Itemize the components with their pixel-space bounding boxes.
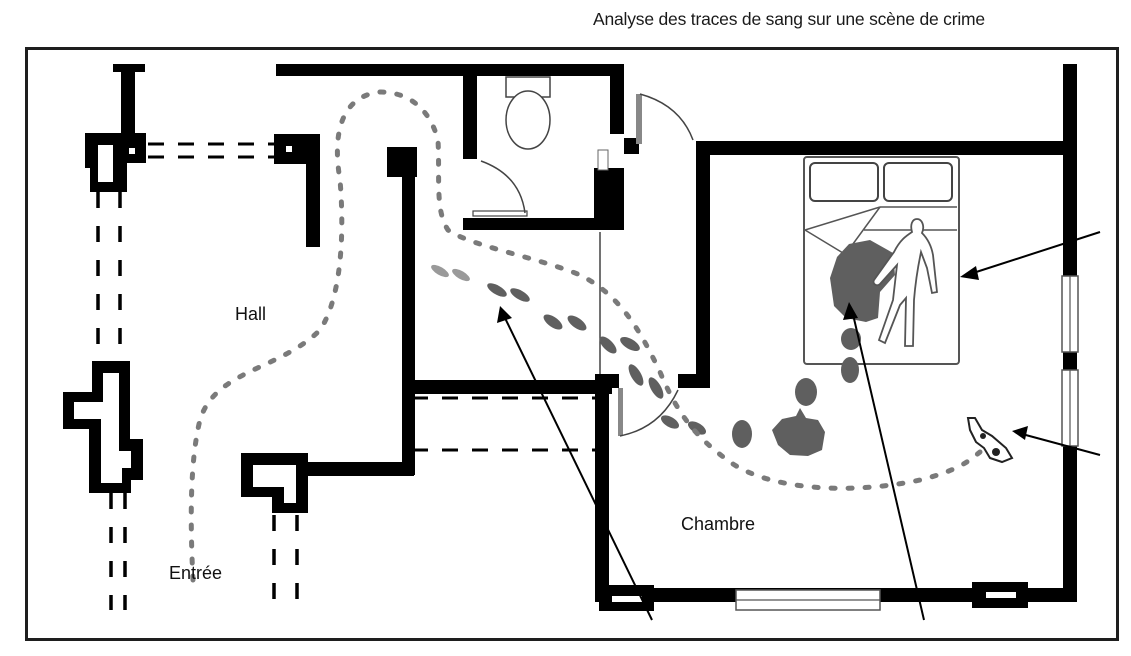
room-label-chambre: Chambre bbox=[681, 514, 755, 534]
hall-label-bg bbox=[214, 296, 284, 328]
hall-inner-pillar bbox=[274, 134, 320, 247]
blood-footprints bbox=[487, 283, 707, 435]
bedroom-walls bbox=[595, 64, 1077, 611]
left-wall-pillar-middle bbox=[63, 361, 143, 493]
room-label-entree: Entrée bbox=[169, 563, 222, 583]
toilet-icon bbox=[505, 76, 551, 150]
diagram-title: Analyse des traces de sang sur une scène… bbox=[593, 9, 985, 29]
arrow-weapon bbox=[1012, 426, 1101, 456]
blood-footprints-light bbox=[431, 264, 470, 282]
bedroom-inner-door bbox=[618, 388, 679, 437]
corridor-wall bbox=[387, 147, 612, 475]
arrow-footprints bbox=[497, 306, 653, 621]
bedroom-top-door bbox=[636, 93, 694, 144]
room-label-hall: Hall bbox=[235, 304, 266, 324]
entrance-dashes bbox=[272, 515, 299, 605]
weapon-object bbox=[966, 417, 1014, 464]
arrow-blood-pool bbox=[843, 302, 925, 621]
bedroom-windows bbox=[735, 275, 1079, 611]
entrance-right-pillar bbox=[241, 453, 414, 513]
left-vertical-dashes bbox=[96, 192, 127, 610]
corridor-dashes bbox=[412, 396, 598, 452]
wc-door bbox=[472, 160, 528, 217]
victim-silhouette bbox=[872, 218, 938, 347]
arrow-bed bbox=[960, 231, 1101, 280]
movement-trail bbox=[188, 89, 983, 583]
blood-pool-bed bbox=[830, 240, 895, 322]
top-wall bbox=[276, 64, 620, 76]
blood-pools-floor bbox=[732, 328, 861, 456]
hall-top-dashes bbox=[148, 142, 275, 159]
wc-room bbox=[463, 64, 639, 230]
left-wall-pillar-top bbox=[85, 64, 146, 192]
